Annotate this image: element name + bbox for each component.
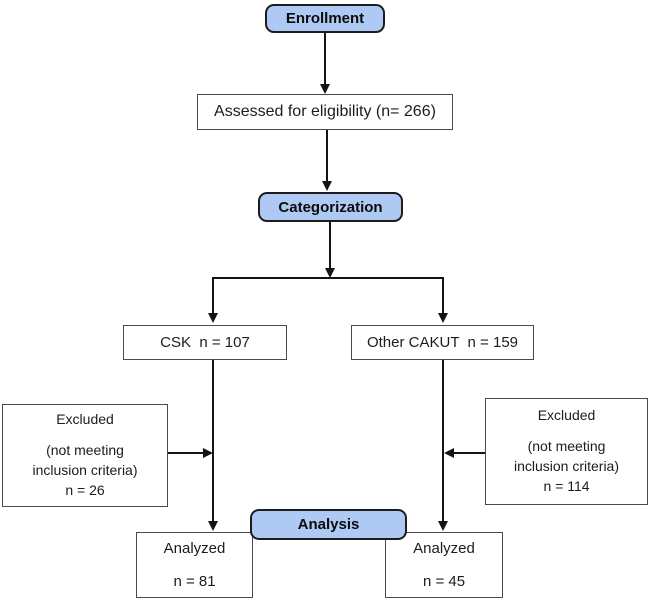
stage-analysis-label: Analysis	[297, 516, 360, 533]
connector-csk-analyzed-line	[212, 360, 214, 521]
box-excluded-other-cakut: Excluded (not meeting inclusion criteria…	[485, 398, 648, 505]
arrowhead-down-assessed-icon	[320, 84, 330, 94]
box-other-cakut-group: Other CAKUT n = 159	[351, 325, 534, 360]
excluded-csk-reason-line1: (not meeting	[46, 441, 124, 458]
split-horizontal-line	[212, 277, 444, 279]
arrowhead-down-categorization-icon	[322, 181, 332, 191]
connector-split-other-cakut-line	[442, 277, 444, 314]
connector-other-cakut-analyzed-line	[442, 360, 444, 521]
excluded-csk-title: Excluded	[56, 411, 114, 428]
connector-categorization-split-line	[329, 222, 331, 268]
arrowhead-down-split-icon	[325, 268, 335, 278]
stage-enrollment-label: Enrollment	[285, 10, 365, 27]
box-assessed-eligibility: Assessed for eligibility (n= 266)	[197, 94, 453, 130]
csk-group-label: CSK n = 107	[160, 333, 250, 351]
arrowhead-down-analyzed-other-cakut-icon	[438, 521, 448, 531]
excluded-other-cakut-reason-line2: inclusion criteria)	[513, 457, 620, 474]
arrowhead-down-other-cakut-icon	[438, 313, 448, 323]
excluded-other-cakut-count: n = 114	[543, 478, 590, 495]
box-analyzed-other-cakut: Analyzed n = 45	[385, 532, 503, 598]
assessed-eligibility-label: Assessed for eligibility (n= 266)	[214, 102, 436, 120]
connector-excluded-csk-line	[168, 452, 203, 454]
analyzed-csk-count: n = 81	[173, 573, 216, 590]
box-csk-group: CSK n = 107	[123, 325, 287, 360]
stage-categorization-label: Categorization	[278, 198, 383, 216]
analyzed-other-cakut-count: n = 45	[422, 573, 466, 590]
stage-enrollment: Enrollment	[265, 4, 385, 33]
excluded-other-cakut-title: Excluded	[537, 407, 596, 424]
stage-categorization: Categorization	[258, 192, 403, 222]
connector-excluded-other-cakut-line	[454, 452, 485, 454]
arrowhead-down-csk-icon	[208, 313, 218, 323]
other-cakut-group-label: Other CAKUT n = 159	[366, 333, 519, 351]
analyzed-other-cakut-title: Analyzed	[413, 539, 475, 557]
arrowhead-left-excluded-other-cakut-icon	[444, 448, 454, 458]
box-analyzed-csk: Analyzed n = 81	[136, 532, 253, 598]
excluded-csk-reason-line2: inclusion criteria)	[32, 461, 138, 478]
excluded-csk-count: n = 26	[65, 482, 105, 499]
box-excluded-csk: Excluded (not meeting inclusion criteria…	[2, 404, 168, 507]
connector-assessed-categorization-line	[326, 130, 328, 182]
connector-enrollment-assessed-line	[324, 33, 326, 85]
excluded-other-cakut-reason-line1: (not meeting	[527, 437, 606, 454]
arrowhead-right-excluded-csk-icon	[203, 448, 213, 458]
connector-split-csk-line	[212, 277, 214, 314]
analyzed-csk-title: Analyzed	[163, 539, 226, 557]
stage-analysis: Analysis	[250, 509, 407, 540]
arrowhead-down-analyzed-csk-icon	[208, 521, 218, 531]
